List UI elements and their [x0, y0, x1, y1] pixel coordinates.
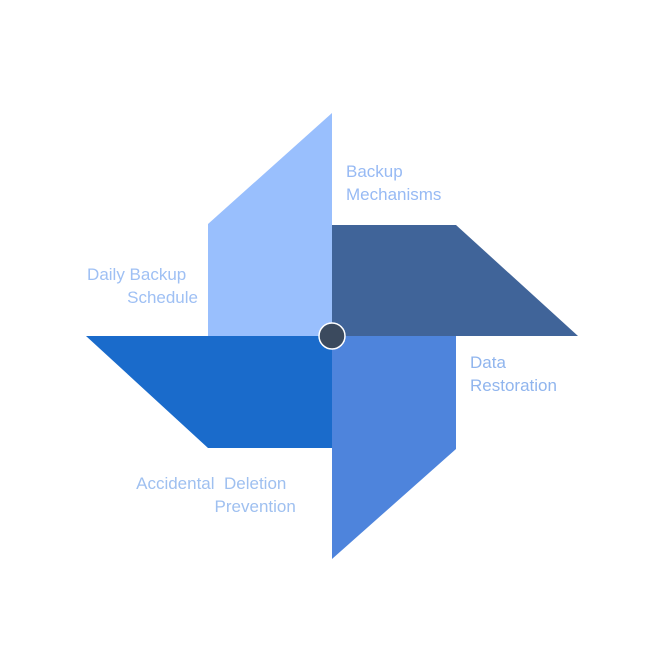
blade-bottom [332, 336, 456, 559]
blade-left [86, 336, 332, 448]
label-data-restoration: Data Restoration [470, 353, 557, 395]
label-backup-mechanisms: Backup Mechanisms [346, 162, 441, 204]
blade-right [332, 225, 578, 336]
label-daily-backup-schedule: Daily Backup Schedule [87, 265, 198, 307]
label-accidental-deletion-prevention: Accidental Deletion Prevention [0, 0, 310, 516]
center-hub [318, 322, 346, 350]
blade-top [208, 113, 332, 336]
